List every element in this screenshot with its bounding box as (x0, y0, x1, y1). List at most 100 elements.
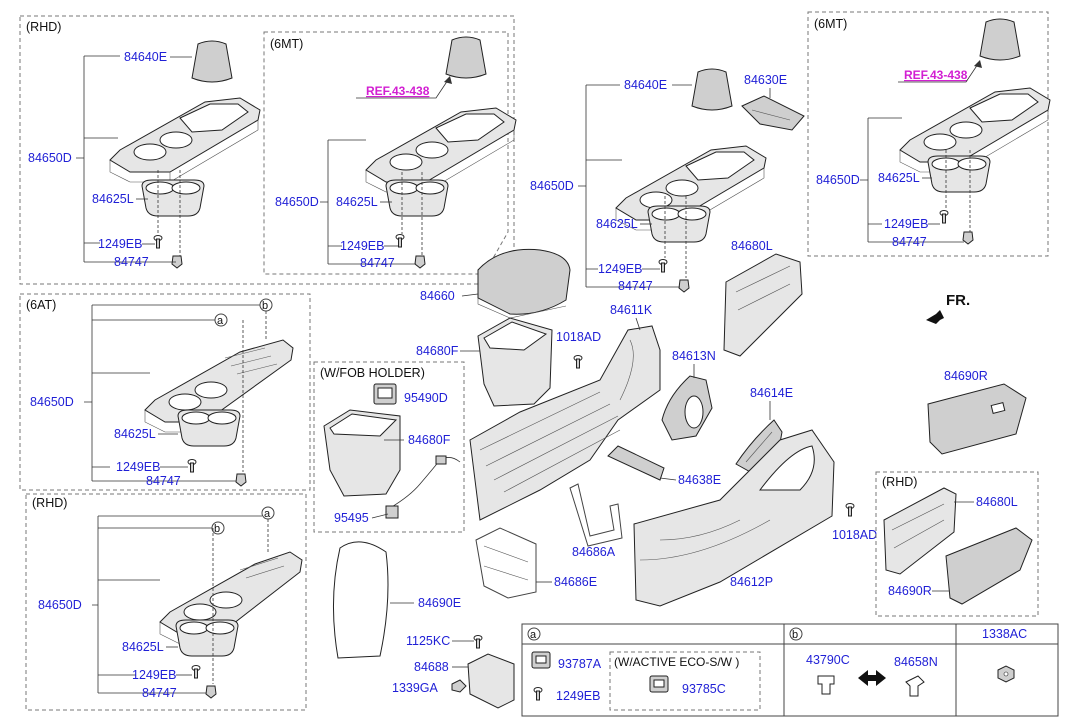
fob-holder-84680F (323, 409, 401, 497)
svg-text:b: b (262, 300, 268, 312)
side-panel-84690R (927, 383, 1027, 455)
label-84747-center: 84747 (618, 279, 653, 293)
label-84625L-6at: 84625L (114, 427, 156, 441)
label-84612P: 84612P (730, 575, 773, 589)
label-1018AD-right: 1018AD (832, 528, 877, 542)
screw-1249EB-rhd-bottom (191, 665, 201, 679)
nut-1338AC (997, 665, 1015, 683)
cup-holder-6mt-right (927, 155, 991, 193)
label-1338AC: 1338AC (982, 627, 1027, 641)
label-84625L-6mt-right: 84625L (878, 171, 920, 185)
label-1249EB-legend: 1249EB (556, 689, 600, 703)
cover-84690E (332, 541, 389, 659)
cap-43790C (817, 675, 835, 695)
clip-84747-6mt-right (962, 231, 974, 245)
svg-text:b: b (792, 629, 798, 641)
fr-label: FR. (946, 292, 970, 309)
shift-boot-6mt-left (445, 36, 487, 79)
clip-84747-6at (235, 473, 247, 487)
screw-1249EB-6mt-left (395, 234, 405, 248)
label-84625L-6mt-left: 84625L (336, 195, 378, 209)
bracket-84686A (569, 483, 623, 547)
screw-1249EB-legend (533, 687, 543, 701)
cup-holder-rhd (141, 179, 205, 217)
mt6-right-group-box (807, 11, 1049, 257)
rear-console-84612P (633, 429, 835, 607)
screw-1249EB-rhd (153, 235, 163, 249)
label-84650D-6at: 84650D (30, 395, 74, 409)
label-84747-rhd-bottom: 84747 (142, 686, 177, 700)
bolt-1125KC (473, 635, 483, 649)
label-43790C: 43790C (806, 653, 850, 667)
label-1249EB-6at: 1249EB (116, 460, 160, 474)
label-93787A: 93787A (558, 657, 602, 671)
label-84650D-center: 84650D (530, 179, 574, 193)
ref-label-right[interactable]: REF.43-438 (904, 68, 968, 82)
rhd-top-group-box (19, 15, 515, 285)
legend-callout-b (789, 627, 803, 641)
clip-84747-6mt-left (414, 255, 426, 269)
label-84650D-6mt-right: 84650D (816, 173, 860, 187)
label-84625L-rhd: 84625L (92, 192, 134, 206)
bracket-84688 (467, 653, 515, 709)
legend-table (521, 623, 1059, 717)
switch-93787A (531, 651, 551, 669)
rhd-bottom-group-box (25, 493, 307, 711)
label-84638E: 84638E (678, 473, 721, 487)
screw-1249EB-6at (187, 459, 197, 473)
fob-holder-group-box (313, 361, 465, 533)
svg-text:a: a (217, 315, 224, 327)
console-tray-6at (144, 339, 294, 433)
fob-switch-95490D (373, 383, 397, 405)
label-84680F-fob: 84680F (408, 433, 451, 447)
bracket-84638E (607, 445, 665, 481)
active-eco-heading: (W/ACTIVE ECO-S/W ) (614, 655, 739, 669)
label-1249EB-rhd: 1249EB (98, 237, 142, 251)
mt6-left-heading: (6MT) (270, 37, 303, 51)
label-84686E: 84686E (554, 575, 597, 589)
bracket-84613N (661, 375, 713, 441)
label-84688: 84688 (414, 660, 449, 674)
label-1339GA: 1339GA (392, 681, 439, 695)
label-93785C: 93785C (682, 682, 726, 696)
rhd-right-group-box (875, 471, 1039, 617)
cup-holder-rhd-bottom (175, 619, 239, 657)
label-84747-6at: 84747 (146, 474, 181, 488)
cup-holder-6mt-left (385, 179, 449, 217)
label-84690R-rhd: 84690R (888, 584, 932, 598)
armrest-lid-84660 (477, 248, 571, 319)
ref-label-left[interactable]: REF.43-438 (366, 84, 430, 98)
double-arrow-icon (858, 670, 886, 686)
label-84747-6mt-left: 84747 (360, 256, 395, 270)
side-panel-84690R-rhd (945, 527, 1033, 605)
label-84690R-center: 84690R (944, 369, 988, 383)
screw-1249EB-6mt-right (939, 210, 949, 224)
shift-boot-center (691, 68, 733, 111)
label-84630E: 84630E (744, 73, 787, 87)
label-84650D-rhd-bottom: 84650D (38, 598, 82, 612)
screw-1018AD-center (573, 355, 583, 369)
label-84747-rhd: 84747 (114, 255, 149, 269)
label-1249EB-rhd-bottom: 1249EB (132, 668, 176, 682)
label-1249EB-6mt-right: 1249EB (884, 217, 928, 231)
storage-bin-84680F (477, 317, 553, 407)
label-1018AD-center: 1018AD (556, 330, 601, 344)
panel-84630E (741, 95, 805, 131)
label-84747-6mt-right: 84747 (892, 235, 927, 249)
label-84640E-rhd: 84640E (124, 50, 167, 64)
label-84680L-center: 84680L (731, 239, 773, 253)
at6-group-box (19, 293, 311, 491)
label-84650D-rhd: 84650D (28, 151, 72, 165)
label-84611K: 84611K (610, 303, 653, 317)
front-direction-arrow-icon (926, 310, 944, 324)
label-84690E: 84690E (418, 596, 461, 610)
mt6-left-group-box (263, 31, 509, 275)
label-1249EB-6mt-left: 1249EB (340, 239, 384, 253)
svg-text:b: b (214, 523, 220, 535)
console-body-84611K (469, 325, 661, 521)
clip-84747-rhd-bottom (205, 685, 217, 699)
rhd-bottom-heading: (RHD) (32, 496, 67, 510)
shift-boot-rhd (191, 40, 233, 83)
svg-text:a: a (264, 508, 271, 520)
label-84680F-center: 84680F (416, 344, 459, 358)
